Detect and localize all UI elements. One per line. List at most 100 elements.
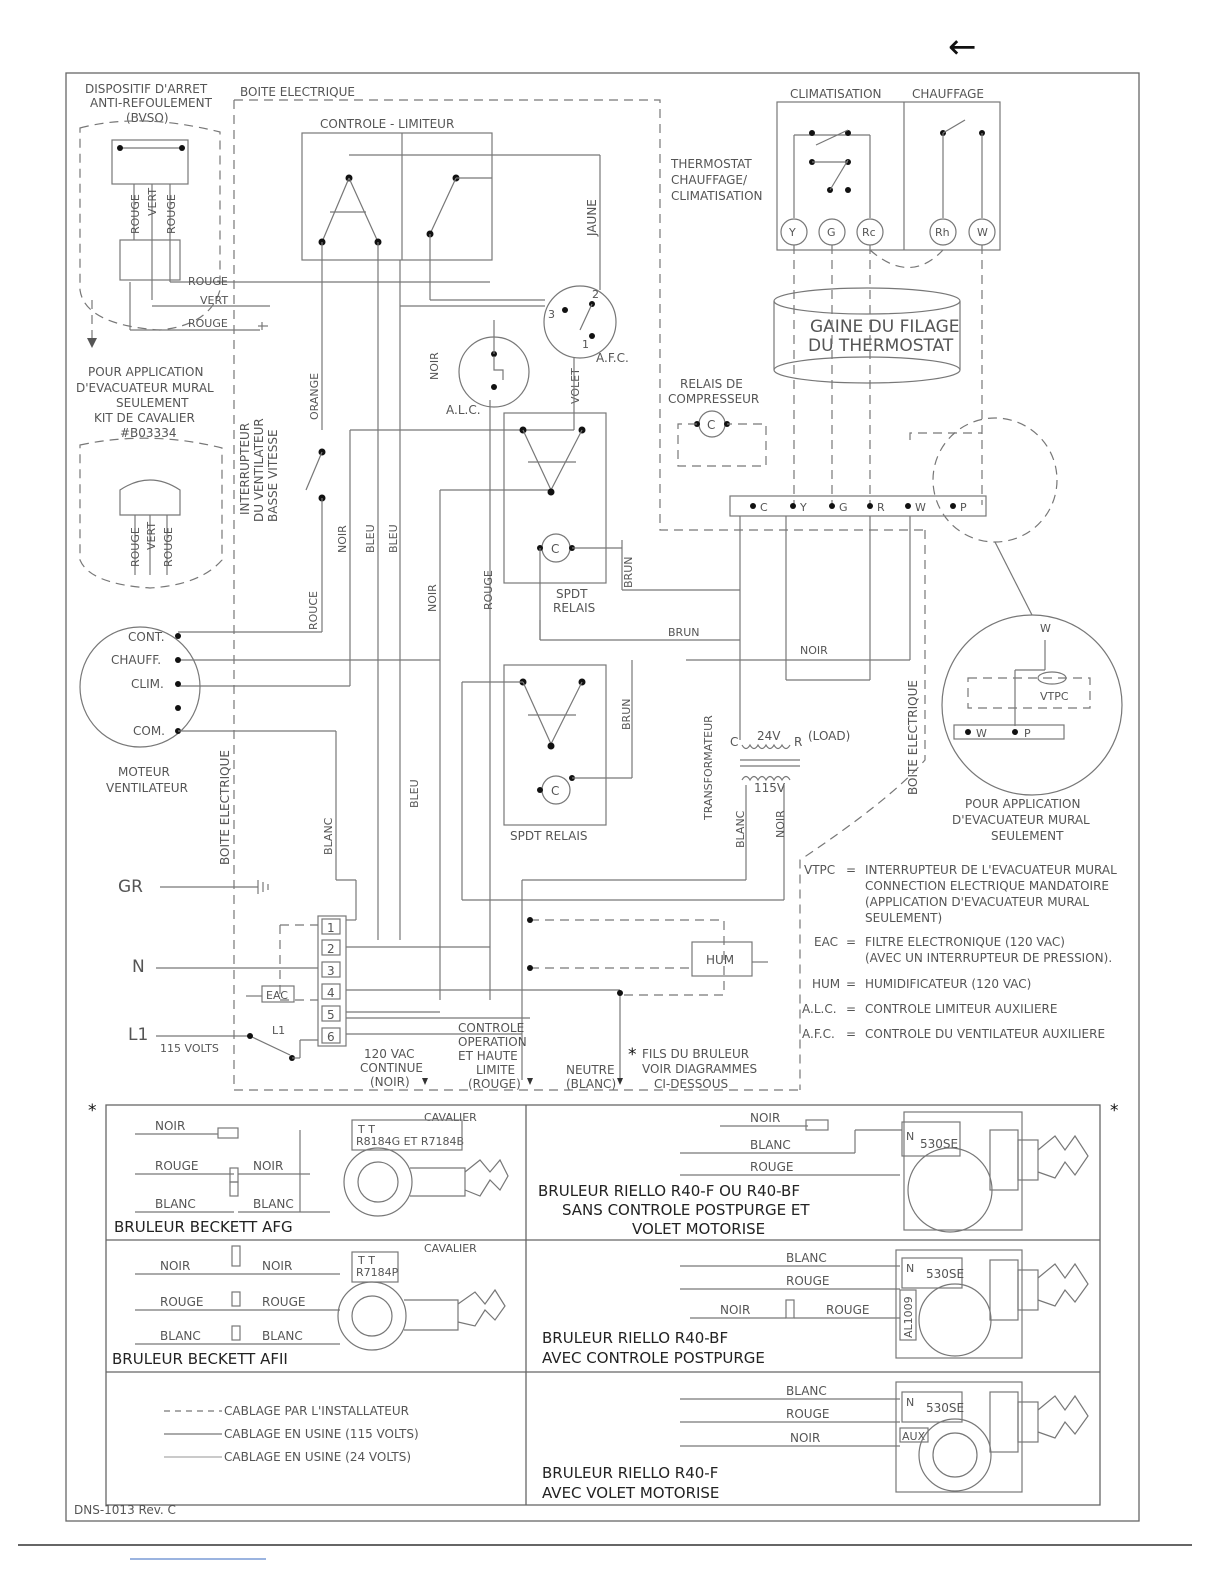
fan-motor: CONT. CHAUFF. CLIM. COM. MOTEUR VENTILAT… [79, 626, 201, 795]
svg-text:6: 6 [327, 1030, 335, 1044]
svg-text:SANS CONTROLE POSTPURGE ET: SANS CONTROLE POSTPURGE ET [562, 1201, 810, 1219]
svg-text:CONTROLE LIMITEUR AUXILIERE: CONTROLE LIMITEUR AUXILIERE [865, 1002, 1057, 1016]
transformer-label: TRANSFORMATEUR [702, 715, 715, 821]
motor-chauff: CHAUFF. [111, 653, 161, 667]
svg-text:FILTRE ELECTRONIQUE (120 VAC): FILTRE ELECTRONIQUE (120 VAC) [865, 935, 1065, 949]
fils-star: * [628, 1045, 637, 1065]
kit-line-4: KIT DE CAVALIER [94, 411, 195, 425]
svg-text:=: = [846, 977, 856, 991]
doc-reference: DNS-1013 Rev. C [74, 1503, 176, 1517]
power-l1: L1 [128, 1025, 148, 1045]
svg-text:Y: Y [799, 501, 807, 514]
transformer-load: (LOAD) [808, 729, 850, 743]
transformer-24v: 24V [757, 729, 781, 743]
burner-riello-r40-bf: BLANC ROUGE NOIR ROUGE N 530SE AL1009 BR… [542, 1249, 1089, 1367]
terminal-block: 1 2 3 4 5 6 [317, 915, 347, 1047]
svg-text:530SE: 530SE [926, 1267, 964, 1281]
wire-blanc-label: BLANC [734, 810, 747, 848]
svg-text:CABLAGE PAR L'INSTALLATEUR: CABLAGE PAR L'INSTALLATEUR [224, 1404, 409, 1418]
svg-text:BLANC: BLANC [786, 1251, 827, 1265]
svg-text:ROUGE: ROUGE [786, 1407, 829, 1421]
interrupteur-line-1: INTERRUPTEUR [238, 423, 252, 515]
svg-text:ROUGE: ROUGE [826, 1303, 869, 1317]
vtpc-label: VTPC [1040, 690, 1069, 703]
svg-text:ROUGE: ROUGE [786, 1274, 829, 1288]
wire-brun-label: BRUN [622, 557, 635, 588]
svg-text:3: 3 [327, 964, 335, 978]
gaine-line-2: DU THERMOSTAT [808, 336, 954, 356]
svg-text:N: N [906, 1262, 914, 1275]
wire-rouge-label: ROUGE [188, 275, 228, 288]
controle-limiteur-label: CONTROLE - LIMITEUR [320, 117, 454, 131]
vtpc-app-2: D'EVACUATEUR MURAL [952, 813, 1090, 827]
wire-rouge-label-2: ROUGE [188, 317, 228, 330]
thermostat-label-3: CLIMATISATION [671, 189, 763, 203]
svg-text:BLANC: BLANC [262, 1329, 303, 1343]
svg-text:1: 1 [327, 921, 335, 935]
wire-rouge-label-4: ROUGE [482, 570, 495, 610]
ctrl-5: (ROUGE) [468, 1077, 521, 1091]
spdt-1-label-1: SPDT [556, 587, 588, 601]
wire-vert-label: VERT [200, 294, 228, 307]
burner-beckett-afg: NOIR ROUGE NOIR BLANC BLANC CAVALIER T T… [114, 1111, 509, 1236]
alc-control: A.L.C. [446, 336, 530, 417]
power-l1-small: L1 [272, 1024, 285, 1037]
boite-electrique-left: BOITE ELECTRIQUE [218, 750, 232, 865]
svg-text:=: = [846, 1002, 856, 1016]
svg-text:W: W [915, 501, 926, 514]
motor-clim: CLIM. [131, 677, 164, 691]
vac-2: CONTINUE [360, 1061, 423, 1075]
gaine-filage: GAINE DU FILAGE DU THERMOSTAT [773, 287, 961, 384]
svg-text:2: 2 [327, 942, 335, 956]
wiring-legend: CABLAGE PAR L'INSTALLATEUR CABLAGE EN US… [164, 1404, 419, 1464]
afc-terminal-3: 3 [548, 308, 555, 321]
afc-label: A.F.C. [596, 351, 629, 365]
svg-text:BLANC: BLANC [253, 1197, 294, 1211]
svg-text:G: G [827, 226, 836, 239]
burners-table [105, 1104, 1101, 1506]
spdt-relay-2: C SPDT RELAIS [503, 664, 607, 843]
thermostat: CLIMATISATION CHAUFFAGE Y G Rc Rh W THER… [670, 87, 1001, 251]
thermostat-terminal-rh: Rh [929, 218, 957, 246]
svg-text:BRULEUR BECKETT AFII: BRULEUR BECKETT AFII [112, 1350, 288, 1368]
svg-text:(AVEC UN INTERRUPTEUR DE PRESS: (AVEC UN INTERRUPTEUR DE PRESSION). [865, 951, 1112, 965]
burner-riello-r40-f: BLANC ROUGE NOIR N 530SE AUX BRULEUR RIE… [542, 1381, 1089, 1502]
kit-line-1: POUR APPLICATION [88, 365, 203, 379]
transformer-c: C [730, 735, 738, 749]
neutre-2: (BLANC) [566, 1077, 616, 1091]
wire-noir-label-4: NOIR [800, 644, 828, 657]
svg-text:R7184P: R7184P [356, 1266, 399, 1279]
svg-text:SEULEMENT): SEULEMENT) [865, 911, 942, 925]
svg-text:AVEC CONTROLE POSTPURGE: AVEC CONTROLE POSTPURGE [542, 1349, 765, 1367]
jaune-label: JAUNE [585, 199, 599, 237]
svg-text:Rc: Rc [862, 226, 876, 239]
terminal-strip: C Y G R W P [729, 495, 987, 517]
svg-text:BRULEUR RIELLO R40-F OU R40-BF: BRULEUR RIELLO R40-F OU R40-BF [538, 1182, 800, 1200]
spdt-relay-1: C SPDT RELAIS [503, 412, 607, 615]
ctrl-3: ET HAUTE [458, 1049, 518, 1063]
spdt-1-label-2: RELAIS [553, 601, 595, 615]
wire-brun-label-3: BRUN [620, 699, 633, 730]
boite-electrique-right: BOITE ELECTRIQUE [906, 680, 920, 795]
thermostat-terminal-rc: Rc [856, 218, 884, 246]
burner-riello-r40-f-bf: NOIR BLANC ROUGE N 530SE BRULEUR RIELLO … [538, 1111, 1089, 1238]
svg-text:P: P [960, 501, 967, 514]
svg-text:=: = [846, 1027, 856, 1041]
thermostat-terminal-w: W [968, 218, 996, 246]
bvso-wire-rouge-2: ROUGE [165, 194, 178, 234]
kit-line-3: SEULEMENT [116, 396, 189, 410]
svg-text:AL1009: AL1009 [902, 1296, 915, 1338]
eac-label: EAC [266, 989, 288, 1002]
thermostat-terminal-y: Y [780, 218, 808, 246]
relais-compresseur: RELAIS DE COMPRESSEUR C [668, 377, 767, 467]
svg-text:NOIR: NOIR [253, 1159, 283, 1173]
svg-text:INTERRUPTEUR DE L'EVACUATEUR M: INTERRUPTEUR DE L'EVACUATEUR MURAL [865, 863, 1117, 877]
thermostat-label-1: THERMOSTAT [670, 157, 752, 171]
svg-text:Y: Y [788, 226, 796, 239]
svg-text:BRULEUR RIELLO R40-F: BRULEUR RIELLO R40-F [542, 1464, 718, 1482]
svg-text:BLANC: BLANC [750, 1138, 791, 1152]
alc-label: A.L.C. [446, 403, 481, 417]
wire-orange-label: ORANGE [308, 373, 321, 420]
wire-blanc-label-2: BLANC [322, 817, 335, 855]
bvso-title-3: (BVSO) [126, 111, 169, 125]
